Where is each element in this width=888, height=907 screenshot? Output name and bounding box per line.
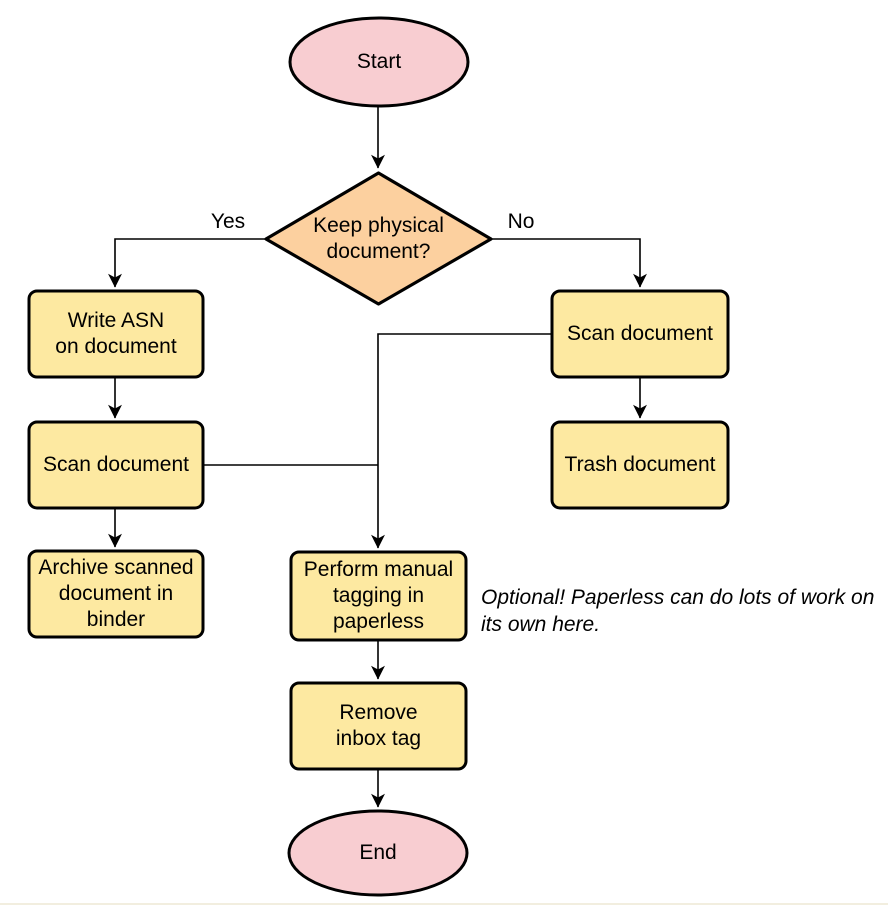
end-ellipse [287,809,469,897]
decision-diamond [264,171,493,306]
scan-document-right-box [550,289,730,379]
optional-note: Optional! Paperless can do lots of work … [481,586,875,637]
trash-document-box [550,420,730,510]
edge-scanright-to-tagging [371,333,552,549]
perform-tagging-box [289,550,468,642]
connector-group [108,107,647,808]
start-ellipse [288,16,470,108]
edge-decision-no [491,238,647,288]
write-asn-box [27,289,205,379]
scan-document-left-box [27,420,205,510]
edge-decision-yes [108,238,266,288]
remove-inbox-tag-box [289,681,468,771]
page-bottom-divider [0,903,888,905]
archive-box [27,549,205,639]
